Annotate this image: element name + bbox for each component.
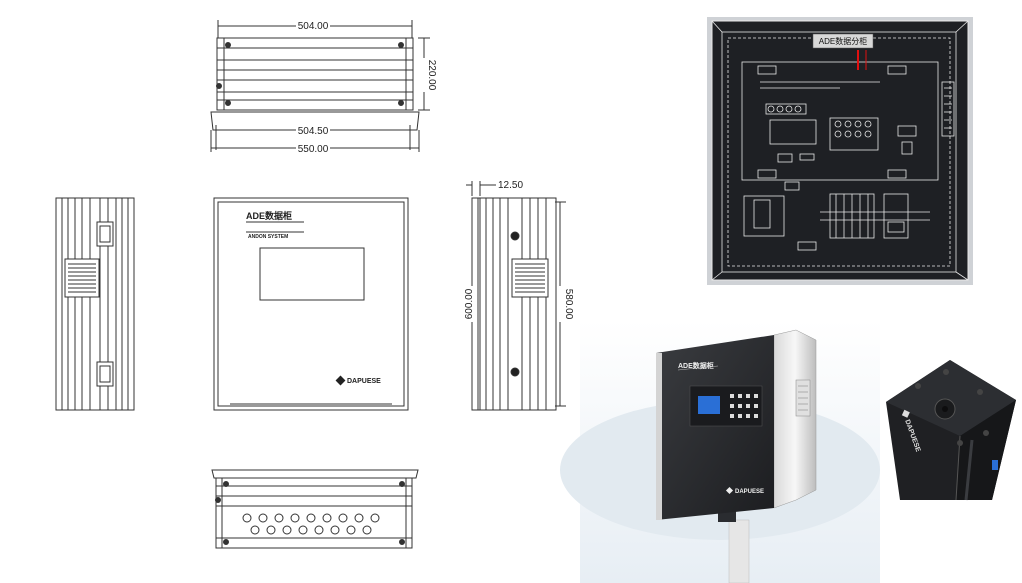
front-brand-text: DAPUESE [347, 378, 381, 385]
dim-side-height: 600.00 [464, 288, 475, 319]
inner-panel-label: ADE数据分柜 [819, 36, 867, 46]
cabinet-photo: ADE数据柜 DAPUESE [560, 320, 880, 583]
interior-layout-cad: ADE数据分柜 [707, 17, 973, 285]
photo-label-title: ADE数据柜 [678, 361, 714, 370]
dim-side-inner-height: 580.00 [563, 289, 574, 320]
front-view-drawing [213, 197, 409, 411]
front-label-subtitle: ANDON SYSTEM [248, 234, 288, 240]
corner-closeup-photo: DAPUESE [886, 360, 1016, 501]
right-side-view-drawing [466, 181, 566, 411]
dim-top-width: 504.00 [298, 21, 329, 32]
dim-top-inner-width: 504.50 [298, 126, 329, 137]
front-label-title: ADE数据柜 [246, 210, 292, 221]
front-brand-logo: DAPUESE [335, 375, 381, 386]
dim-side-offset: 12.50 [498, 180, 523, 191]
photo-brand-text: DAPUESE [735, 489, 764, 495]
dim-top-height: 220.00 [426, 60, 437, 91]
left-side-view-drawing [55, 197, 135, 411]
dim-top-outer-width: 550.00 [298, 144, 329, 155]
bottom-view-drawing [211, 469, 419, 549]
top-view-drawing [210, 20, 430, 152]
